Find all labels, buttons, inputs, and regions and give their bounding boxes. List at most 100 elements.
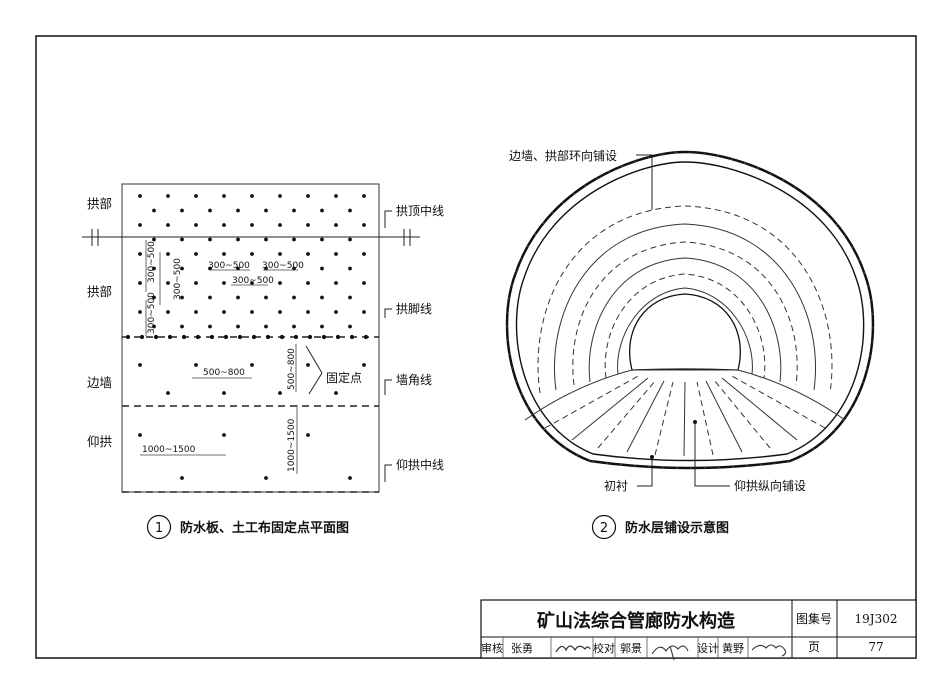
dim-arch-h2: 300~500 bbox=[262, 261, 304, 271]
fixing-point bbox=[278, 223, 282, 227]
fixing-point bbox=[208, 295, 212, 300]
fixing-point bbox=[292, 237, 296, 242]
lining-dot bbox=[527, 405, 529, 408]
page-number: 77 bbox=[868, 640, 883, 654]
fixing-point bbox=[348, 295, 352, 300]
caption-left: 防水板、土工布固定点平面图 bbox=[180, 520, 349, 536]
fixing-point bbox=[222, 310, 226, 314]
zone-label-invert: 仰拱 bbox=[87, 434, 112, 449]
fixing-point bbox=[334, 252, 338, 256]
fixing-point bbox=[152, 208, 156, 213]
fixing-point bbox=[181, 334, 187, 340]
lining-dot bbox=[564, 447, 567, 449]
caption-number-circle-1 bbox=[146, 514, 172, 540]
lining-dot bbox=[800, 454, 803, 457]
lining-dot bbox=[836, 223, 838, 226]
lining-dot bbox=[515, 270, 518, 273]
lining-dot bbox=[759, 463, 762, 466]
sheet-border bbox=[35, 35, 917, 659]
check-name: 郭景 bbox=[620, 642, 642, 655]
fixing-point bbox=[166, 223, 170, 227]
fixing-point bbox=[195, 334, 201, 340]
fixing-point bbox=[292, 208, 296, 213]
fixing-point bbox=[293, 334, 299, 340]
fixing-point bbox=[334, 223, 338, 227]
lining-dot bbox=[862, 381, 864, 384]
dim-invert-v: 1000~1500 bbox=[287, 418, 297, 472]
lining-dot bbox=[812, 447, 815, 450]
waterproof-layer-diagram: 边墙、拱部环向铺设 初衬 仰拱纵向铺设 2 防水层铺设示意图 bbox=[505, 148, 875, 540]
fixing-point bbox=[222, 252, 226, 256]
lining-dot bbox=[589, 460, 591, 462]
fixing-point bbox=[264, 208, 268, 213]
fixing-point bbox=[292, 295, 296, 300]
lining-dot bbox=[730, 158, 733, 160]
fixing-point bbox=[292, 266, 296, 271]
caption-number-2: 2 bbox=[600, 521, 608, 536]
lining-dot bbox=[769, 172, 772, 175]
fixing-point bbox=[348, 266, 352, 271]
fixing-point bbox=[362, 363, 366, 367]
fixing-point bbox=[166, 194, 170, 198]
fixing-point bbox=[138, 433, 142, 437]
check-label: 校对 bbox=[593, 641, 615, 655]
lining-dot bbox=[526, 245, 529, 247]
lining-dot bbox=[816, 203, 819, 206]
lining-dot bbox=[703, 466, 706, 469]
fixing-point bbox=[194, 194, 198, 198]
review-label: 审核 bbox=[481, 641, 503, 655]
lining-dot bbox=[794, 186, 797, 189]
lining-dot bbox=[511, 367, 514, 369]
fixing-point bbox=[320, 324, 324, 329]
fixing-point bbox=[362, 252, 366, 256]
fixing-point bbox=[278, 391, 282, 395]
fixing-point bbox=[250, 252, 254, 256]
fixing-point bbox=[264, 295, 268, 300]
fixing-point bbox=[306, 252, 310, 256]
fixing-point bbox=[279, 334, 285, 340]
fixing-point bbox=[265, 334, 271, 340]
label-ring-laying: 边墙、拱部环向铺设 bbox=[509, 148, 617, 163]
caption-right: 防水层铺设示意图 bbox=[625, 520, 729, 536]
fixing-point bbox=[264, 476, 268, 480]
fixing-point bbox=[152, 237, 156, 242]
lining-dot bbox=[743, 162, 746, 164]
lining-dot bbox=[553, 438, 556, 441]
lining-dot bbox=[851, 246, 854, 249]
fixing-point bbox=[138, 310, 142, 314]
fixing-point bbox=[363, 334, 369, 340]
lining-dot bbox=[869, 354, 872, 357]
lining-dot bbox=[506, 339, 509, 342]
caption-number-1: 1 bbox=[155, 521, 163, 536]
fixing-point bbox=[180, 476, 184, 480]
lining-dot bbox=[596, 177, 598, 180]
fixing-point bbox=[264, 324, 268, 329]
lining-dot bbox=[844, 234, 847, 237]
fixing-point bbox=[222, 281, 226, 285]
label-wall-corner: 墙角线 bbox=[396, 373, 432, 387]
fixing-point bbox=[334, 310, 338, 314]
fixing-point bbox=[334, 194, 338, 198]
fixing-point bbox=[166, 310, 170, 314]
fixing-point bbox=[250, 363, 254, 367]
fixing-point bbox=[306, 194, 310, 198]
fixing-point bbox=[125, 334, 131, 340]
dim-arch-v2: 300~500 bbox=[173, 258, 183, 300]
lining-dot bbox=[866, 368, 869, 371]
fixing-point bbox=[306, 433, 310, 437]
fixing-point bbox=[362, 194, 366, 198]
lining-dot bbox=[871, 313, 874, 315]
lining-dot bbox=[592, 460, 595, 463]
fixing-point bbox=[320, 266, 324, 271]
lining-dot bbox=[717, 466, 720, 469]
lining-dot bbox=[675, 151, 678, 154]
fixing-point bbox=[180, 295, 184, 300]
lining-dot bbox=[506, 311, 509, 314]
fixing-point bbox=[194, 310, 198, 314]
lining-dot bbox=[871, 340, 874, 343]
inner-opening bbox=[629, 293, 741, 371]
fixing-point bbox=[138, 252, 142, 256]
fixing-point bbox=[166, 281, 170, 285]
design-signature bbox=[751, 644, 787, 657]
fixing-point bbox=[138, 363, 142, 367]
